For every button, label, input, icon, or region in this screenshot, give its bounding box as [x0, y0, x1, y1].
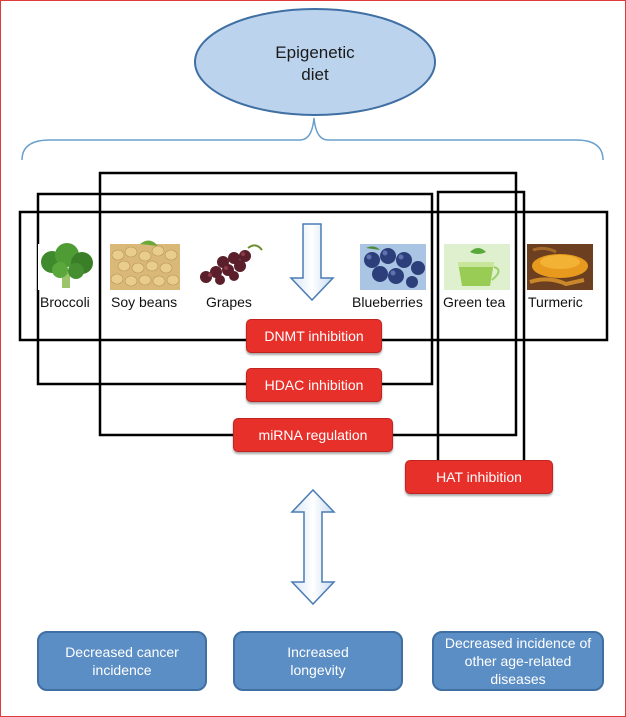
hat-inhibition-box: HAT inhibition: [405, 460, 553, 494]
mirna-regulation-box: miRNA regulation: [233, 418, 393, 452]
broccoli-icon: [38, 243, 96, 290]
food-label-blueberries: Blueberries: [352, 294, 423, 310]
food-label-turmeric: Turmeric: [528, 294, 583, 310]
outcome-increased-longevity-label: Increased longevity: [287, 644, 349, 678]
food-label-broccoli: Broccoli: [40, 294, 90, 310]
down-arrow: [289, 223, 335, 302]
food-label-soy-beans: Soy beans: [111, 294, 178, 310]
grapes-icon: [196, 244, 266, 290]
title-text: Epigenetic diet: [275, 43, 355, 84]
outcome-age-related-diseases-label: Decreased incidence of other age-related…: [444, 635, 592, 687]
green-tea-icon: [444, 244, 510, 290]
food-label-green-tea: Green tea: [443, 294, 506, 310]
turmeric-icon: [527, 244, 593, 290]
curly-brace: [21, 117, 604, 161]
outcome-decreased-cancer-label: Decreased cancer incidence: [65, 644, 179, 678]
title-ellipse: [194, 8, 436, 116]
food-label-grapes: Grapes: [206, 294, 252, 310]
dnmt-inhibition-label: DNMT inhibition: [264, 328, 364, 344]
dnmt-inhibition-box: DNMT inhibition: [246, 319, 382, 353]
double-arrow: [290, 488, 336, 606]
mirna-regulation-label: miRNA regulation: [258, 427, 368, 443]
hdac-inhibition-label: HDAC inhibition: [264, 377, 364, 393]
hat-inhibition-label: HAT inhibition: [436, 469, 522, 485]
blueberries-icon: [360, 244, 426, 290]
soybeans-icon: [110, 240, 180, 290]
diagram-title: Epigenetic diet: [230, 42, 400, 86]
outcome-age-related-diseases: Decreased incidence of other age-related…: [432, 631, 604, 691]
outcome-decreased-cancer: Decreased cancer incidence: [37, 631, 207, 691]
outcome-increased-longevity: Increased longevity: [233, 631, 403, 691]
hdac-inhibition-box: HDAC inhibition: [246, 368, 382, 402]
hat-group-box: [436, 190, 526, 466]
